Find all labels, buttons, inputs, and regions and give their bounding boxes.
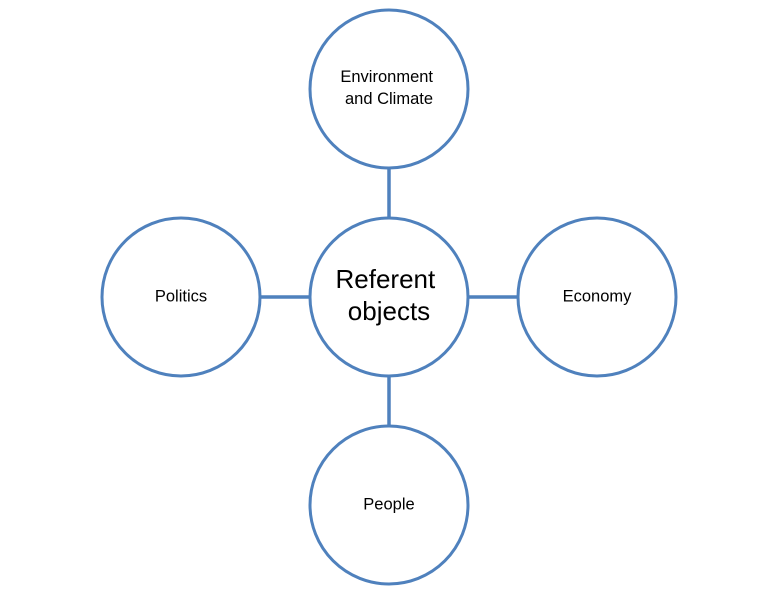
center-label-line-1: Referent — [336, 264, 436, 294]
environment-label-line-1: Environment — [340, 68, 433, 86]
center-label: Referent objects — [336, 264, 443, 326]
node-politics: Politics — [100, 216, 262, 378]
environment-label-line-2: and Climate — [345, 90, 433, 108]
center-circle — [308, 216, 470, 378]
node-economy: Economy — [516, 216, 678, 378]
politics-label: Politics — [155, 287, 207, 305]
center-label-line-2: objects — [348, 296, 430, 326]
people-circle — [308, 424, 470, 586]
environment-circle — [308, 8, 470, 170]
node-environment-and-climate: Environment and Climate — [308, 8, 470, 170]
people-label: People — [363, 495, 414, 513]
politics-circle — [100, 216, 262, 378]
environment-label: Environment and Climate — [340, 68, 437, 108]
center-node-referent-objects: Referent objects — [308, 216, 470, 378]
economy-label: Economy — [563, 287, 633, 305]
economy-circle — [516, 216, 678, 378]
node-people: People — [308, 424, 470, 586]
